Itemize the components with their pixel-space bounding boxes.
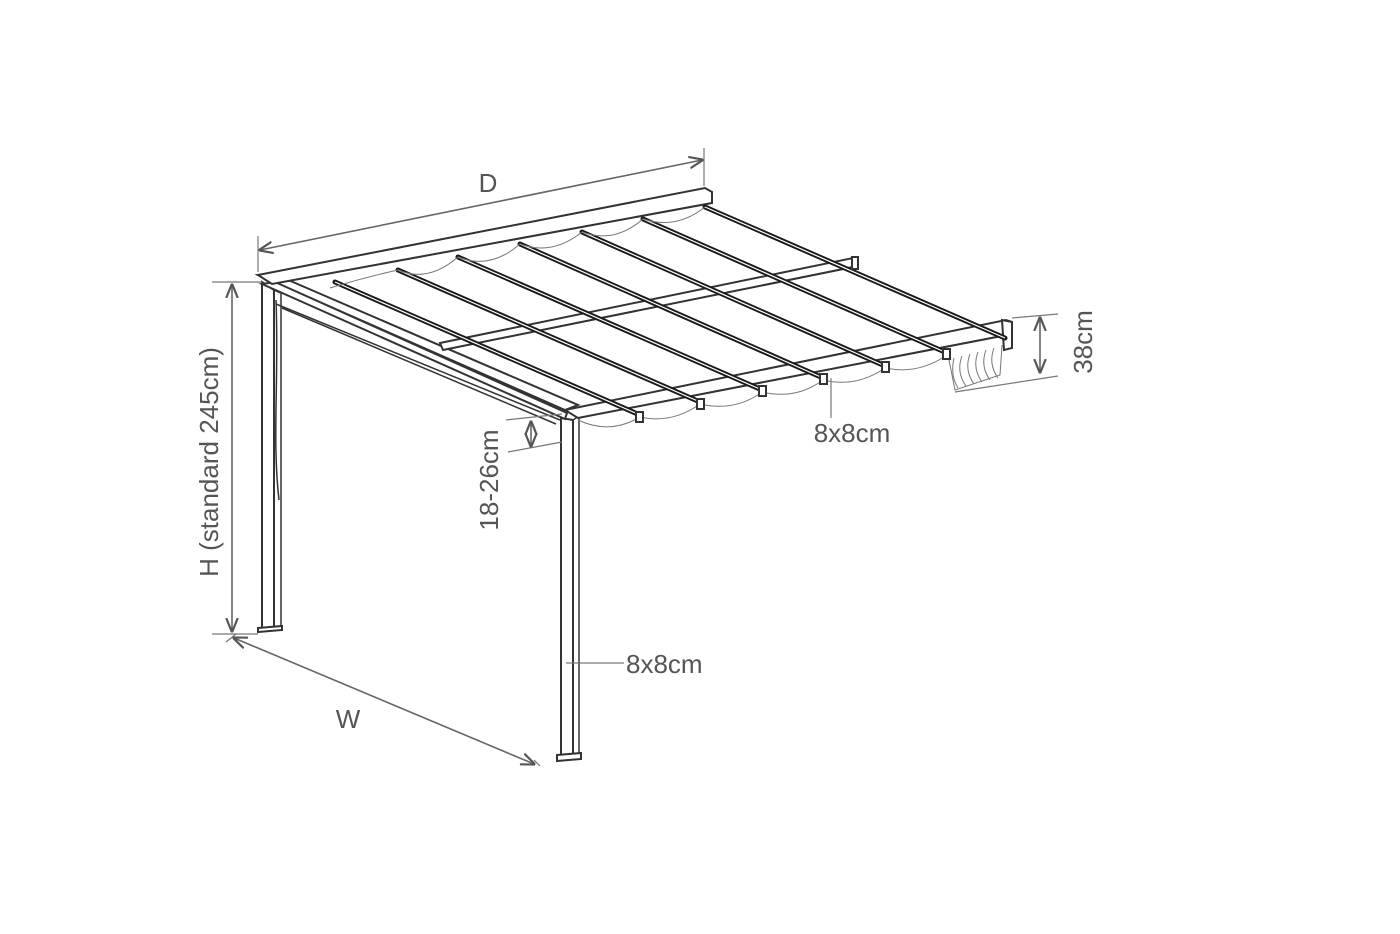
wall-profile-dimension <box>954 313 1059 393</box>
roof-slats <box>332 204 1008 418</box>
height-label: H (standard 245cm) <box>194 347 224 577</box>
front-post <box>556 414 582 763</box>
back-post <box>257 280 283 634</box>
slat-brackets <box>635 256 951 423</box>
width-label: W <box>336 704 361 734</box>
height-dimension <box>212 281 262 635</box>
width-dimension <box>225 633 541 767</box>
drop-range-dimension <box>505 413 563 453</box>
cross-rail <box>438 256 859 352</box>
wall-profile-label: 38cm <box>1068 310 1098 374</box>
beam-size-label: 8x8cm <box>814 418 891 448</box>
dimension-annotations: D H (standard 245cm) W 18-26cm 38cm <box>194 148 1098 767</box>
post-size-label: 8x8cm <box>626 649 703 679</box>
depth-label: D <box>479 168 498 198</box>
side-beam <box>254 271 581 425</box>
depth-dimension <box>258 148 704 272</box>
drop-range-label: 18-26cm <box>474 429 504 530</box>
